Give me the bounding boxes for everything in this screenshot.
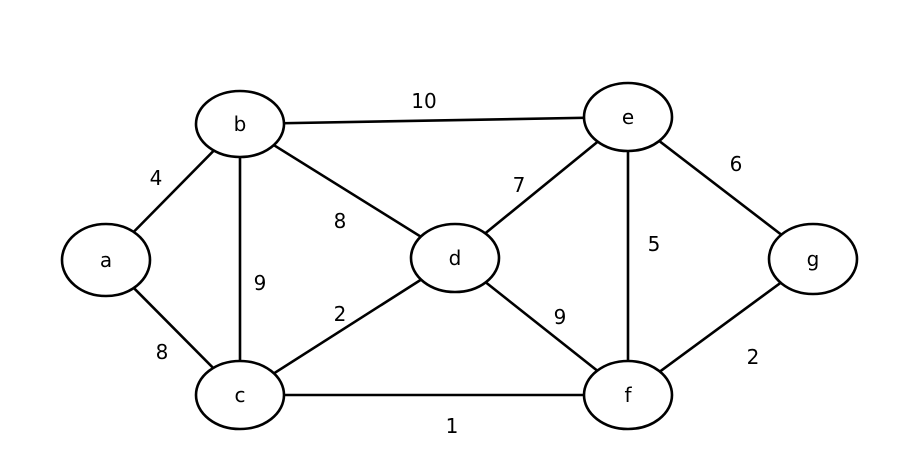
node-d-circle <box>409 222 501 294</box>
node-f-circle <box>582 359 674 431</box>
node-d-label: d <box>449 246 462 270</box>
nodes-layer: a b c d e f g <box>60 81 859 431</box>
edge-weight-b-e: 10 <box>411 89 436 113</box>
node-e-circle <box>582 81 674 153</box>
node-g: g <box>767 222 859 296</box>
node-g-label: g <box>807 247 820 271</box>
edge-b-d <box>239 122 456 260</box>
node-d: d <box>409 222 501 294</box>
edge-weight-a-c: 8 <box>156 340 169 364</box>
node-b: b <box>194 89 286 159</box>
node-a: a <box>60 222 152 298</box>
node-f-label: f <box>624 383 632 407</box>
edge-weight-d-f: 9 <box>554 305 567 329</box>
edge-weight-e-g: 6 <box>730 152 743 176</box>
node-a-label: a <box>100 248 112 272</box>
node-a-circle <box>60 222 152 298</box>
node-e-label: e <box>622 105 634 129</box>
weights-layer: 4 8 9 8 10 2 1 7 9 5 6 2 <box>150 89 760 438</box>
node-f: f <box>582 359 674 431</box>
node-c-label: c <box>235 383 246 407</box>
edge-c-d <box>239 256 456 397</box>
edge-weight-f-g: 2 <box>747 345 760 369</box>
node-e: e <box>582 81 674 153</box>
edge-b-e <box>239 115 629 126</box>
edge-weight-e-f: 5 <box>648 232 661 256</box>
edge-weight-c-f: 1 <box>446 414 459 438</box>
node-g-circle <box>767 222 859 296</box>
edge-weight-b-d: 8 <box>334 209 347 233</box>
node-b-circle <box>194 89 286 159</box>
edge-weight-a-b: 4 <box>150 166 163 190</box>
edge-weight-c-d: 2 <box>334 302 347 326</box>
node-b-label: b <box>234 112 247 136</box>
edge-weight-d-e: 7 <box>513 173 526 197</box>
edge-weight-b-c: 9 <box>254 271 267 295</box>
node-c-circle <box>194 359 286 431</box>
node-c: c <box>194 359 286 431</box>
